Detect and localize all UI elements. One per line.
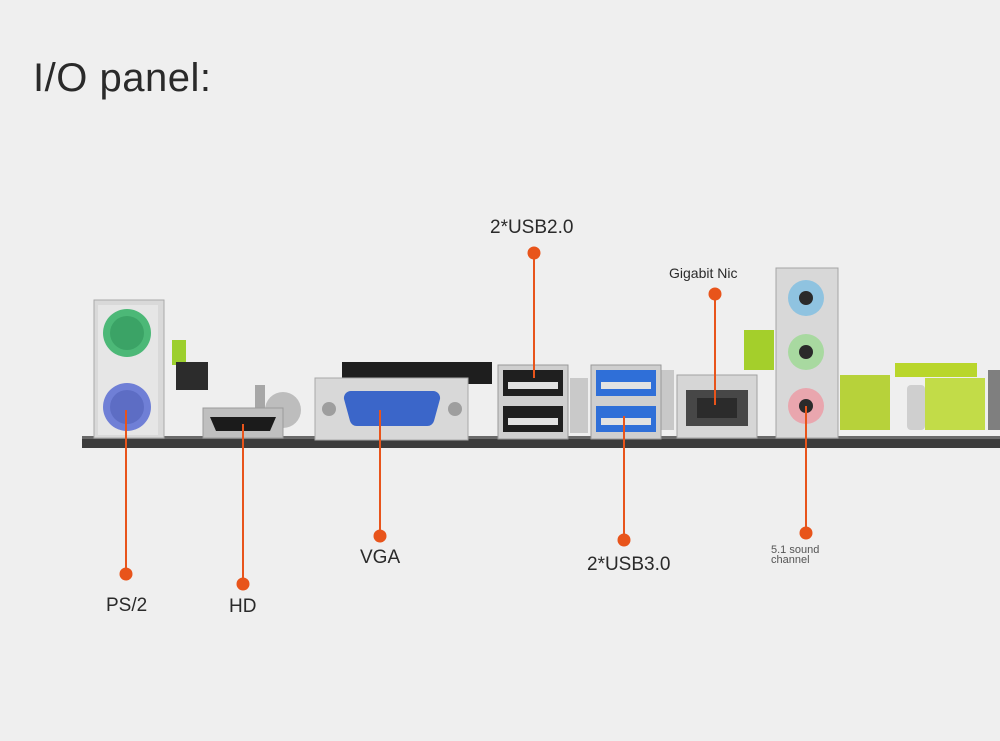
sound-label-line2: channel bbox=[771, 554, 810, 566]
callout-lines bbox=[119, 246, 813, 591]
vga-port-group bbox=[314, 377, 469, 441]
sound-label: 5.1 sound channel bbox=[771, 544, 820, 566]
usb2-label: 2*USB2.0 bbox=[490, 217, 574, 238]
hd-label: HD bbox=[229, 596, 257, 617]
page-title: I/O panel: bbox=[33, 56, 212, 100]
ethernet-port-group bbox=[676, 374, 758, 439]
vga-label: VGA bbox=[360, 547, 401, 568]
capacitor-block bbox=[840, 375, 890, 430]
gigabit-nic-label: Gigabit Nic bbox=[669, 265, 738, 281]
ps2-port-group bbox=[93, 299, 165, 439]
sound-label-line1: 5.1 sound bbox=[771, 544, 820, 556]
capacitor-block-2 bbox=[925, 378, 985, 430]
usb3-label: 2*USB3.0 bbox=[587, 554, 671, 575]
ps2-label: PS/2 bbox=[106, 595, 148, 616]
usb3-port-group bbox=[590, 364, 662, 440]
